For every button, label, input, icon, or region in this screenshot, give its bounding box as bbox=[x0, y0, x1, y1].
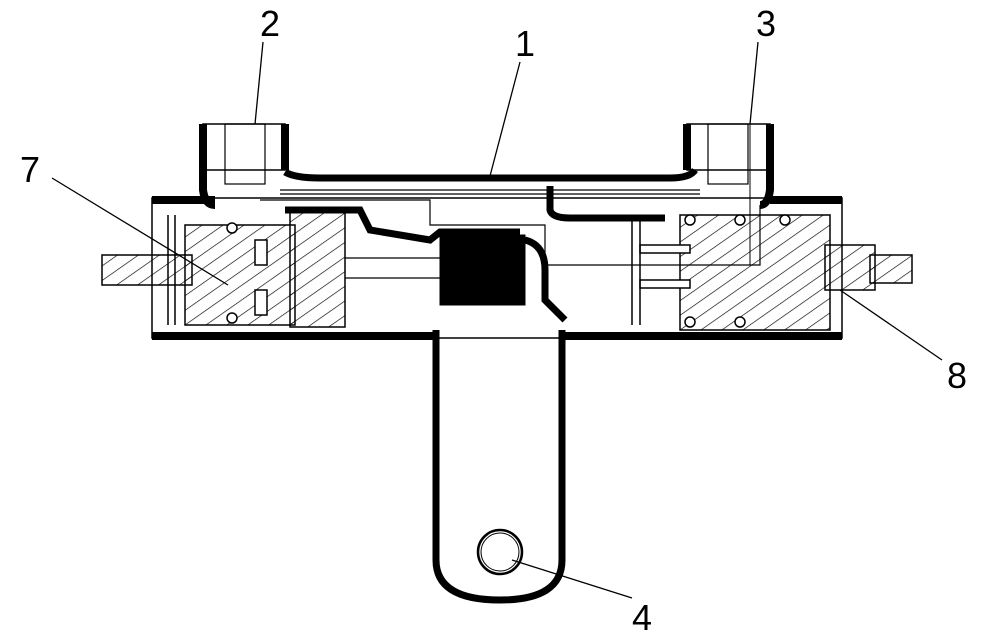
label-right-port: 3 bbox=[756, 6, 776, 42]
left-valve-spool bbox=[102, 212, 345, 327]
label-left-port: 2 bbox=[260, 6, 280, 42]
mounting-hole bbox=[478, 530, 522, 574]
label-left-valve: 7 bbox=[20, 152, 40, 188]
label-mounting-hole: 4 bbox=[632, 600, 652, 636]
label-right-valve: 8 bbox=[947, 358, 967, 394]
mounting-arm bbox=[436, 330, 562, 600]
label-body: 1 bbox=[515, 26, 535, 62]
